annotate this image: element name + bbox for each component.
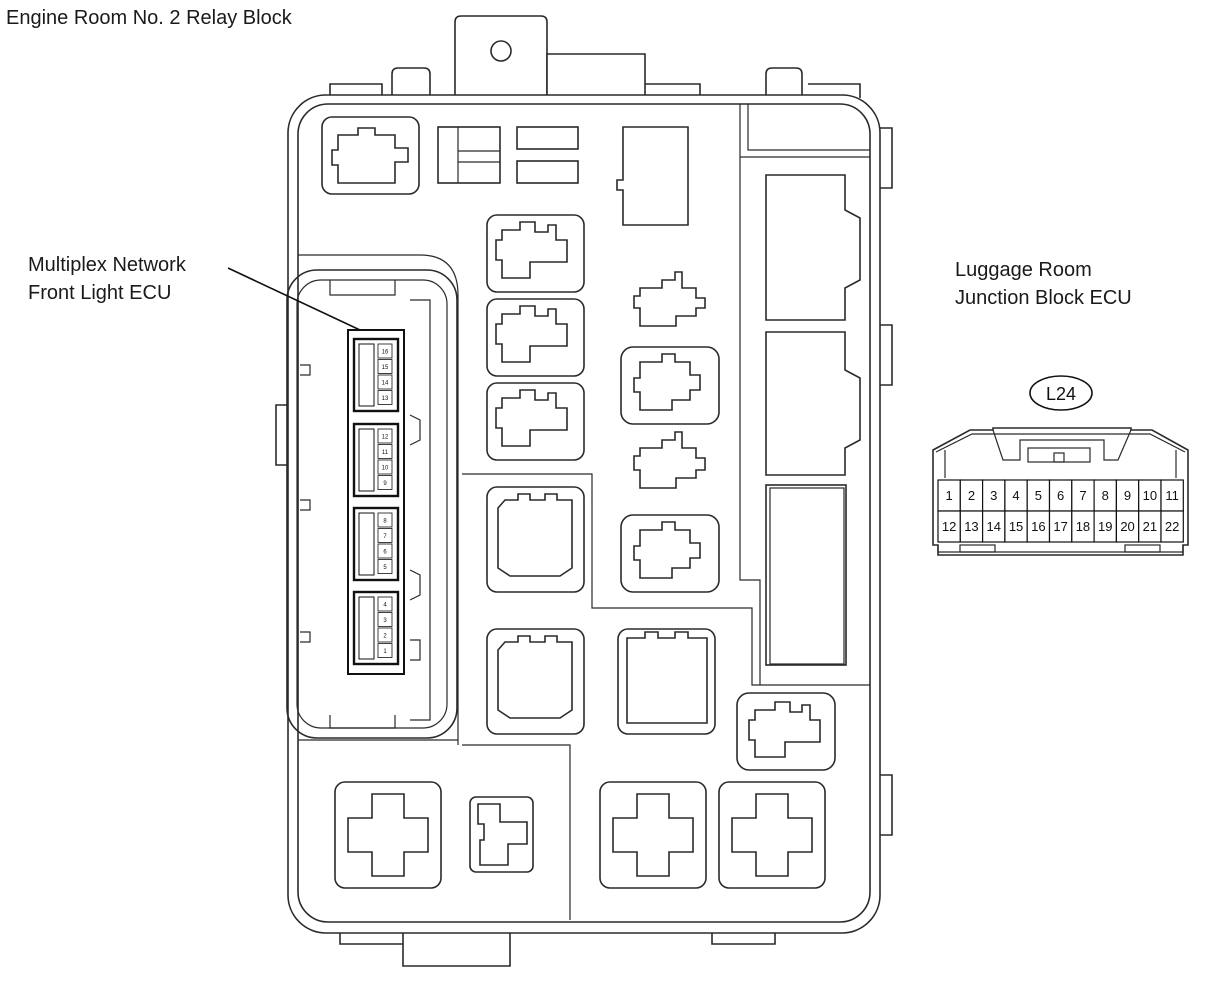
ecu-pin-cell <box>377 512 393 528</box>
ecu-pin-cell <box>377 543 393 559</box>
ecu-pin-cell <box>377 343 393 359</box>
l24-pin-label: 15 <box>1009 519 1023 534</box>
front-light-ecu-label-line2: Front Light ECU <box>28 282 172 304</box>
ecu-pin-cell <box>377 359 393 374</box>
junction-block-label-line2: Junction Block ECU <box>955 287 1132 309</box>
ecu-latch <box>358 596 375 660</box>
ecu-pin-cell <box>377 627 393 643</box>
ecu-pin-label: 10 <box>382 466 389 472</box>
ecu-pin-label: 1 <box>383 649 387 655</box>
ecu-pin-label: 4 <box>383 603 387 609</box>
l24-pin-label: 19 <box>1098 519 1112 534</box>
l24-pin-label: 21 <box>1143 519 1157 534</box>
ecu-latch <box>358 428 375 492</box>
l24-pin-label: 1 <box>946 488 953 503</box>
l24-pin-label: 18 <box>1076 519 1090 534</box>
ecu-pin-label: 16 <box>382 350 389 356</box>
relay-block-dividers <box>298 104 870 920</box>
relay-sockets <box>321 116 836 873</box>
l24-pin-label: 3 <box>990 488 997 503</box>
front-light-ecu-connector: 16 15 14 13 12 11 10 9 8 7 6 5 4 3 2 1 <box>347 329 405 675</box>
ecu-pin-label: 14 <box>382 381 389 387</box>
ecu-pin-cell <box>377 612 393 627</box>
l24-pin-label: 20 <box>1120 519 1134 534</box>
ecu-pin-cell <box>377 428 393 444</box>
l24-pin-label: 11 <box>1165 488 1179 503</box>
ecu-pin-label: 12 <box>382 435 389 441</box>
ecu-pin-label: 7 <box>383 534 387 540</box>
l24-pin-label: 10 <box>1143 488 1157 503</box>
junction-block-label-line1: Luggage Room <box>955 259 1092 281</box>
cross-relay-sockets <box>334 781 826 889</box>
ecu-pin-label: 8 <box>383 519 387 525</box>
ecu-pin-cell <box>377 390 393 405</box>
l24-pin-label: 2 <box>968 488 975 503</box>
front-light-ecu-label-line1: Multiplex Network <box>28 254 186 276</box>
ecu-pin-cell <box>377 528 393 543</box>
ecu-pin-label: 6 <box>383 550 387 556</box>
l24-pin-label: 17 <box>1053 519 1067 534</box>
l24-tag-label: L24 <box>1046 384 1076 404</box>
l24-pin-label: 12 <box>942 519 956 534</box>
ecu-pin-cell <box>377 643 393 658</box>
fuse-slots <box>437 126 689 226</box>
ecu-pin-cell <box>377 374 393 390</box>
ecu-pin-label: 13 <box>382 396 389 402</box>
l24-pin-label: 13 <box>964 519 978 534</box>
l24-pin-label: 16 <box>1031 519 1045 534</box>
ecu-pin-cell <box>377 444 393 459</box>
ecu-pin-label: 5 <box>383 565 387 571</box>
l24-pin-label: 9 <box>1124 488 1131 503</box>
ecu-pin-label: 15 <box>382 365 389 371</box>
ecu-pin-label: 2 <box>383 634 387 640</box>
right-side-connectors <box>765 174 861 666</box>
ecu-pin-cell <box>377 475 393 490</box>
relay-block-title: Engine Room No. 2 Relay Block <box>6 7 292 29</box>
l24-pin-label: 8 <box>1102 488 1109 503</box>
ecu-latch <box>358 512 375 576</box>
l24-pin-label: 22 <box>1165 519 1179 534</box>
l24-pin-cell <box>1160 510 1184 543</box>
front-light-ecu-leader <box>227 267 361 331</box>
ecu-latch <box>358 343 375 407</box>
ecu-pin-cell <box>377 459 393 475</box>
l24-pin-label: 5 <box>1035 488 1042 503</box>
l24-pin-label: 7 <box>1079 488 1086 503</box>
ecu-pin-label: 9 <box>383 481 387 487</box>
front-light-ecu-enclosure <box>286 269 458 739</box>
ecu-pin-cell <box>377 559 393 574</box>
ecu-pin-label: 11 <box>382 450 389 456</box>
l24-pin-label: 14 <box>987 519 1001 534</box>
ecu-pin-cell <box>377 596 393 612</box>
ecu-pin-label: 3 <box>383 618 387 624</box>
l24-pin-label: 6 <box>1057 488 1064 503</box>
l24-pin-label: 4 <box>1012 488 1019 503</box>
